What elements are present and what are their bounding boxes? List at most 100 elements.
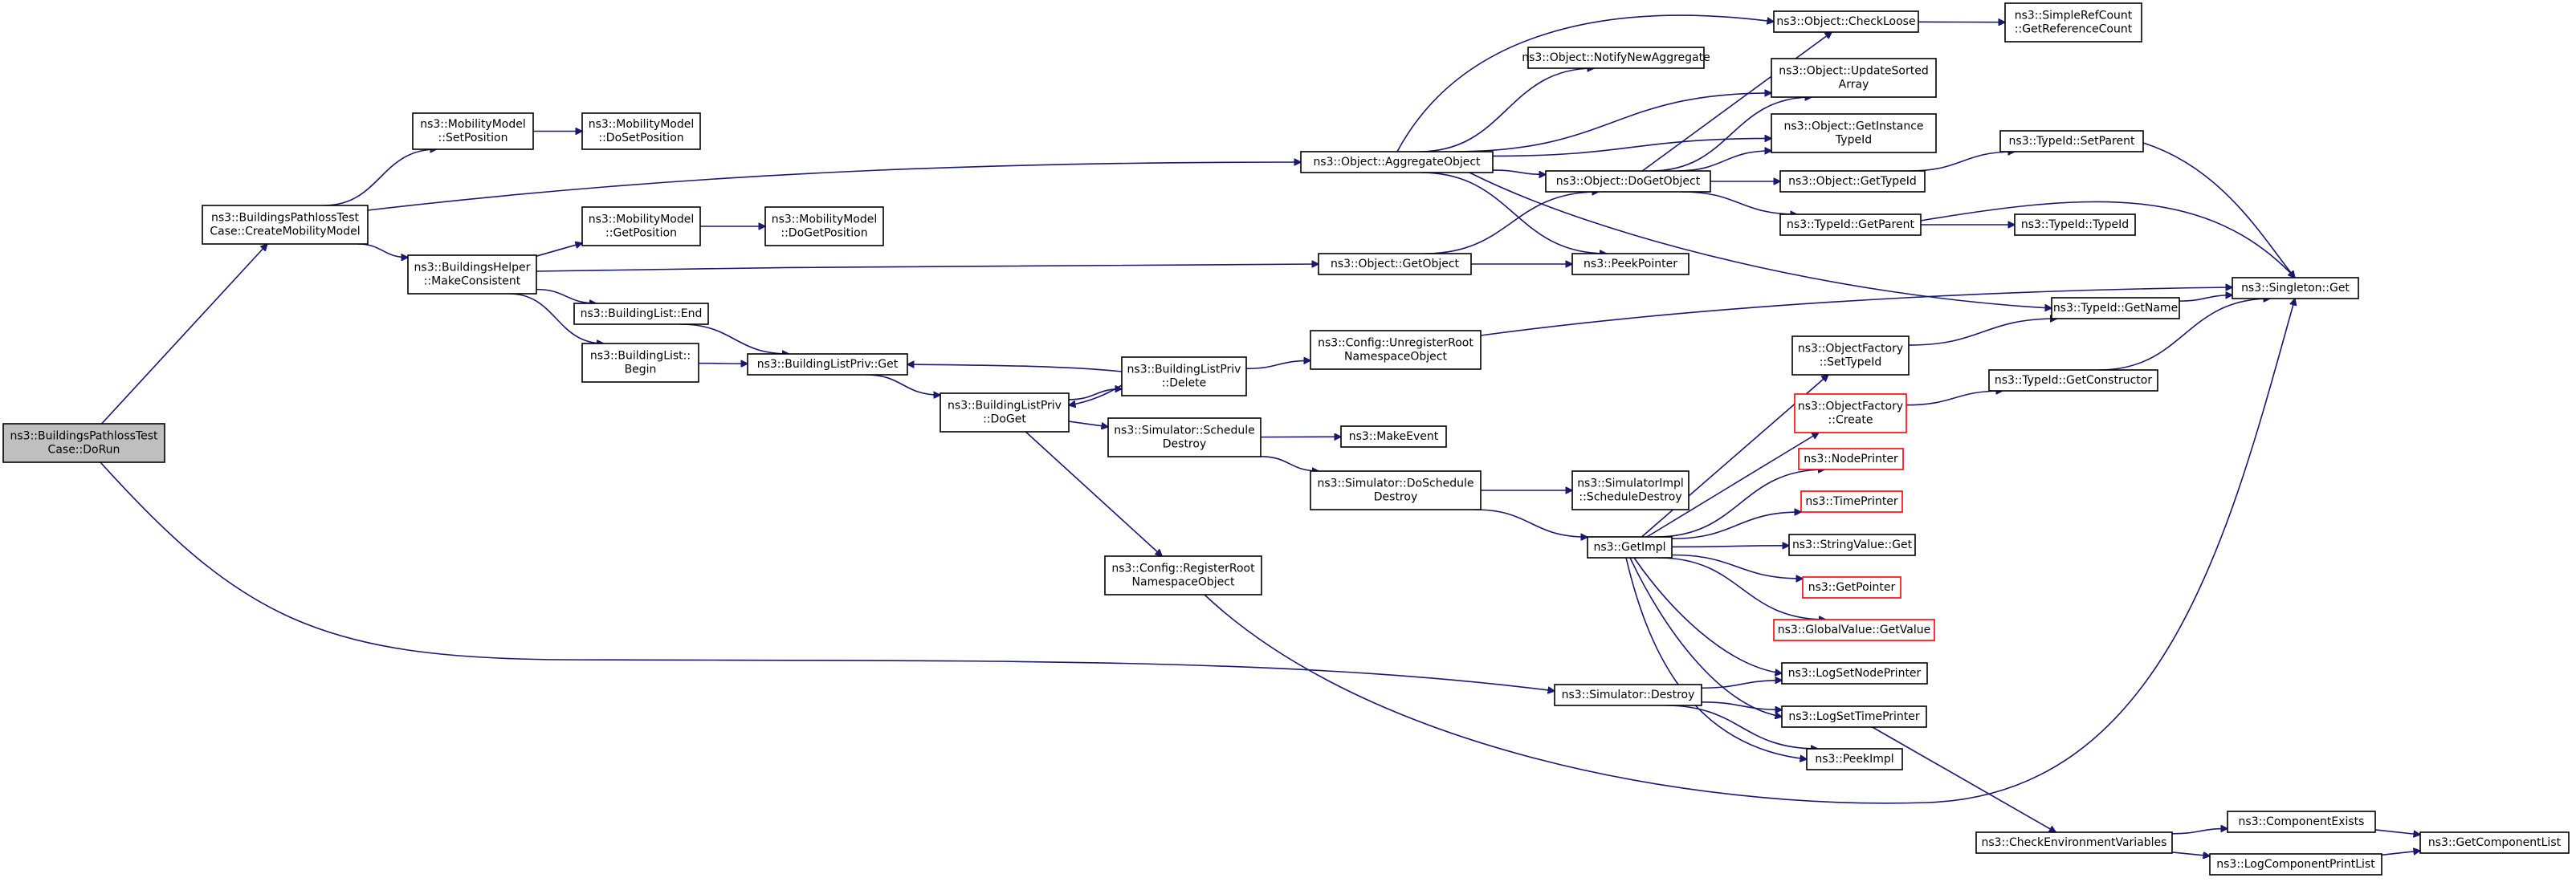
edge-simdestroy-to-logtimeprinter bbox=[1701, 701, 1782, 710]
node-ofsettypeid[interactable]: ns3::ObjectFactory::SetTypeId bbox=[1791, 335, 1910, 376]
node-label: ::DoSetPosition bbox=[598, 132, 683, 144]
node-label: NamespaceObject bbox=[1344, 351, 1447, 364]
edge-getimpl-to-peekimpl bbox=[1625, 557, 1807, 759]
node-box bbox=[1310, 330, 1482, 370]
node-box bbox=[1545, 170, 1711, 193]
node-label: ns3::Config::RegisterRoot bbox=[1111, 563, 1255, 575]
node-unregister[interactable]: ns3::Config::UnregisterRootNamespaceObje… bbox=[1310, 330, 1482, 370]
node-getpos[interactable]: ns3::MobilityModel::GetPosition bbox=[581, 206, 701, 246]
node-blpdoget[interactable]: ns3::BuildingListPriv::DoGet bbox=[940, 392, 1070, 433]
node-nodeprinter[interactable]: ns3::NodePrinter bbox=[1798, 448, 1904, 470]
node-compexists[interactable]: ns3::ComponentExists bbox=[2227, 811, 2376, 833]
node-lognodeprinter[interactable]: ns3::LogSetNodePrinter bbox=[1781, 662, 1928, 685]
node-box bbox=[1587, 536, 1673, 559]
node-box bbox=[1988, 369, 2158, 392]
edge-doschedule-to-getimpl bbox=[1474, 509, 1588, 537]
node-label: ns3::Singleton::Get bbox=[2241, 282, 2350, 295]
edge-getname-to-singleton bbox=[2179, 295, 2232, 302]
node-box bbox=[1771, 58, 1937, 98]
node-blend[interactable]: ns3::BuildingList::End bbox=[573, 303, 709, 325]
node-label: Array bbox=[1839, 79, 1869, 91]
node-makeconsistent[interactable]: ns3::BuildingsHelper::MakeConsistent bbox=[407, 254, 537, 295]
edge-createmob-to-aggregate bbox=[367, 162, 1301, 211]
node-peekpointer[interactable]: ns3::PeekPointer bbox=[1571, 253, 1689, 275]
node-notifynew[interactable]: ns3::Object::NotifyNewAggregate bbox=[1522, 47, 1710, 69]
edge-blpdelete-to-blpdoget bbox=[1069, 384, 1123, 405]
edge-setparent-to-singleton bbox=[2142, 142, 2295, 278]
node-timeprinter[interactable]: ns3::TimePrinter bbox=[1800, 490, 1903, 513]
node-setparent[interactable]: ns3::TypeId::SetParent bbox=[1999, 130, 2144, 152]
node-label: ns3::Object::AggregateObject bbox=[1313, 156, 1481, 169]
edge-compexists-to-getcomplist bbox=[2374, 829, 2420, 835]
node-box bbox=[1781, 705, 1927, 728]
node-checkenv[interactable]: ns3::CheckEnvironmentVariables bbox=[1975, 831, 2173, 854]
node-getname[interactable]: ns3::TypeId::GetName bbox=[2051, 297, 2180, 319]
node-logcomplist[interactable]: ns3::LogComponentPrintList bbox=[2209, 853, 2382, 876]
node-label: ns3::Object::CheckLoose bbox=[1776, 15, 1915, 28]
node-label: ns3::BuildingList:: bbox=[590, 350, 691, 363]
node-simimplsd[interactable]: ns3::SimulatorImpl::ScheduleDestroy bbox=[1571, 470, 1689, 510]
node-blbegin[interactable]: ns3::BuildingList::Begin bbox=[581, 343, 699, 383]
node-getobject[interactable]: ns3::Object::GetObject bbox=[1318, 253, 1472, 275]
node-blpdelete[interactable]: ns3::BuildingListPriv::Delete bbox=[1121, 356, 1247, 396]
node-globalvalue[interactable]: ns3::GlobalValue::GetValue bbox=[1773, 619, 1935, 641]
node-setpos[interactable]: ns3::MobilityModel::SetPosition bbox=[412, 112, 534, 150]
node-getpointer[interactable]: ns3::GetPointer bbox=[1802, 576, 1901, 599]
node-label: ns3::BuildingListPriv::Get bbox=[757, 358, 899, 371]
node-box bbox=[2232, 277, 2359, 299]
node-getconstructor[interactable]: ns3::TypeId::GetConstructor bbox=[1988, 369, 2158, 392]
node-box bbox=[1802, 576, 1901, 599]
node-typeidtypeid[interactable]: ns3::TypeId::TypeId bbox=[2014, 213, 2136, 236]
edge-ofsettypeid-to-getname bbox=[1908, 319, 2057, 346]
edge-blpdelete-to-blpget bbox=[907, 364, 1123, 372]
node-getimpl[interactable]: ns3::GetImpl bbox=[1587, 536, 1673, 559]
node-label: ns3::CheckEnvironmentVariables bbox=[1982, 836, 2167, 849]
node-box bbox=[581, 206, 701, 246]
edge-objgettypeid-to-setparent bbox=[1909, 152, 2015, 172]
node-createmob[interactable]: ns3::BuildingsPathlossTestCase::CreateMo… bbox=[202, 205, 369, 245]
node-getparent[interactable]: ns3::TypeId::GetParent bbox=[1779, 213, 1922, 236]
node-simdestroy[interactable]: ns3::Simulator::Destroy bbox=[1554, 684, 1702, 706]
node-simplerefcount[interactable]: ns3::SimpleRefCount::GetReferenceCount bbox=[2004, 2, 2142, 43]
node-label: ns3::BuildingsPathlossTest bbox=[10, 430, 158, 443]
node-getcomplist[interactable]: ns3::GetComponentList bbox=[2419, 831, 2570, 854]
edge-layer bbox=[100, 14, 2420, 856]
node-blpget[interactable]: ns3::BuildingListPriv::Get bbox=[747, 353, 908, 376]
edge-makeconsistent-to-blend bbox=[536, 288, 597, 303]
node-box bbox=[764, 206, 884, 246]
node-ofcreate[interactable]: ns3::ObjectFactory::Create bbox=[1794, 393, 1907, 433]
node-box bbox=[1788, 534, 1916, 556]
node-dosetpos[interactable]: ns3::MobilityModel::DoSetPosition bbox=[581, 112, 701, 150]
node-label: ns3::NodePrinter bbox=[1804, 453, 1898, 465]
node-label: ::GetReferenceCount bbox=[2015, 23, 2133, 36]
node-label: ns3::GetComponentList bbox=[2428, 836, 2562, 849]
node-label: ns3::SimpleRefCount bbox=[2015, 10, 2133, 22]
node-box bbox=[202, 205, 369, 245]
edge-aggregate-to-updatesorted bbox=[1453, 93, 1771, 152]
node-singleton[interactable]: ns3::Singleton::Get bbox=[2232, 277, 2359, 299]
node-label: ns3::TypeId::GetName bbox=[2053, 302, 2178, 315]
node-label: ns3::MakeEvent bbox=[1349, 430, 1439, 443]
node-stringvalue[interactable]: ns3::StringValue::Get bbox=[1788, 534, 1916, 556]
node-logtimeprinter[interactable]: ns3::LogSetTimePrinter bbox=[1781, 705, 1927, 728]
node-makeevent[interactable]: ns3::MakeEvent bbox=[1340, 425, 1447, 448]
node-label: ns3::StringValue::Get bbox=[1792, 539, 1913, 551]
node-simschedule[interactable]: ns3::Simulator::ScheduleDestroy bbox=[1107, 417, 1262, 457]
node-peekimpl[interactable]: ns3::PeekImpl bbox=[1806, 748, 1903, 770]
node-objgettypeid[interactable]: ns3::Object::GetTypeId bbox=[1779, 170, 1926, 193]
node-box bbox=[1107, 417, 1262, 457]
node-box bbox=[1791, 335, 1910, 376]
edge-getimpl-to-timeprinter bbox=[1671, 512, 1801, 539]
node-dogetobject[interactable]: ns3::Object::DoGetObject bbox=[1545, 170, 1711, 193]
node-dogetpos[interactable]: ns3::MobilityModel::DoGetPosition bbox=[764, 206, 884, 246]
edge-simschedule-to-doschedule bbox=[1260, 456, 1319, 471]
node-checkloose[interactable]: ns3::Object::CheckLoose bbox=[1773, 10, 1919, 33]
edge-aggregate-to-peekpointer bbox=[1420, 172, 1606, 254]
node-aggregate[interactable]: ns3::Object::AggregateObject bbox=[1300, 151, 1494, 173]
edge-ofcreate-to-getconstructor bbox=[1906, 391, 2003, 406]
